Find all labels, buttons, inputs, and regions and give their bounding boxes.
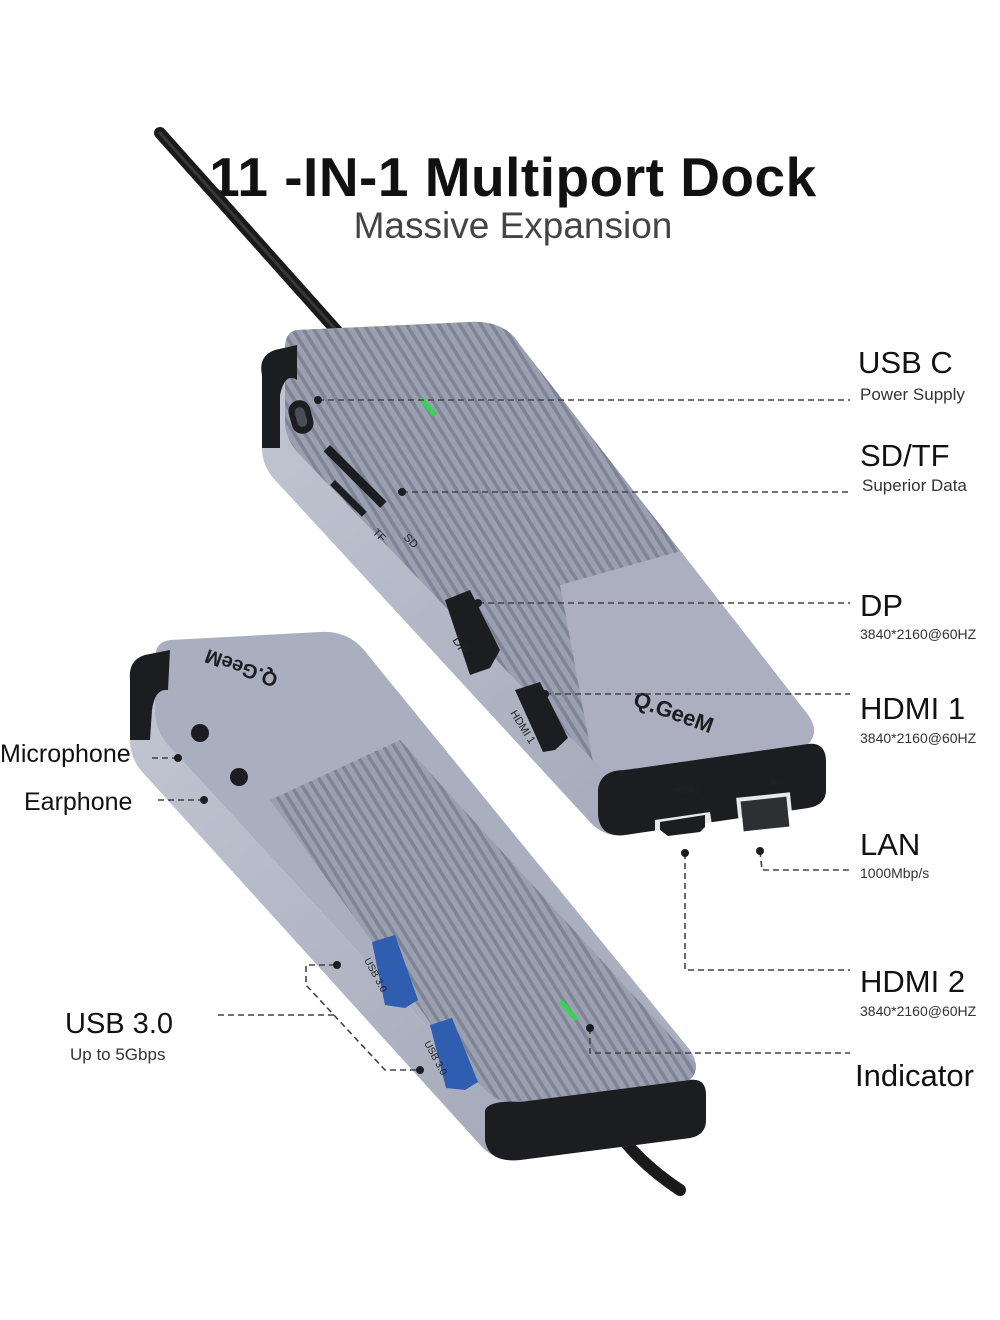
- port-label-lan: LAN: [765, 779, 781, 788]
- callout-sd-tf-title: SD/TF: [860, 438, 950, 473]
- callout-usb3-title: USB 3.0: [65, 1008, 173, 1040]
- callout-usb-c-title: USB C: [858, 345, 953, 380]
- dock-bottom: [129, 631, 706, 1161]
- page-subtitle: Massive Expansion: [353, 205, 673, 246]
- callout-dp-subtitle: 3840*2160@60HZ: [860, 626, 977, 642]
- callout-earphone-title: Earphone: [24, 788, 133, 816]
- callout-hdmi2-subtitle: 3840*2160@60HZ: [860, 1003, 977, 1019]
- callout-lan-subtitle: 1000Mbp/s: [860, 865, 930, 881]
- callout-dp-title: DP: [860, 588, 904, 623]
- callout-microphone-title: Microphone: [0, 740, 131, 768]
- usb-c-cable: [154, 127, 351, 346]
- callout-usb-c-subtitle: Power Supply: [860, 385, 965, 404]
- callout-hdmi1-title: HDMI 1: [860, 691, 966, 726]
- callout-usb3-subtitle: Up to 5Gbps: [70, 1045, 166, 1064]
- callout-lan-title: LAN: [860, 827, 921, 862]
- callout-indicator-title: Indicator: [855, 1058, 974, 1093]
- callout-hdmi1-subtitle: 3840*2160@60HZ: [860, 730, 977, 746]
- port-label-hdmi2: HDMI 2: [673, 786, 701, 795]
- leader-lines: [152, 399, 850, 1071]
- callout-hdmi2-title: HDMI 2: [860, 964, 966, 999]
- page-title: 11 -IN-1 Multiport Dock: [209, 146, 817, 208]
- callout-sd-tf-subtitle: Superior Data: [862, 476, 967, 495]
